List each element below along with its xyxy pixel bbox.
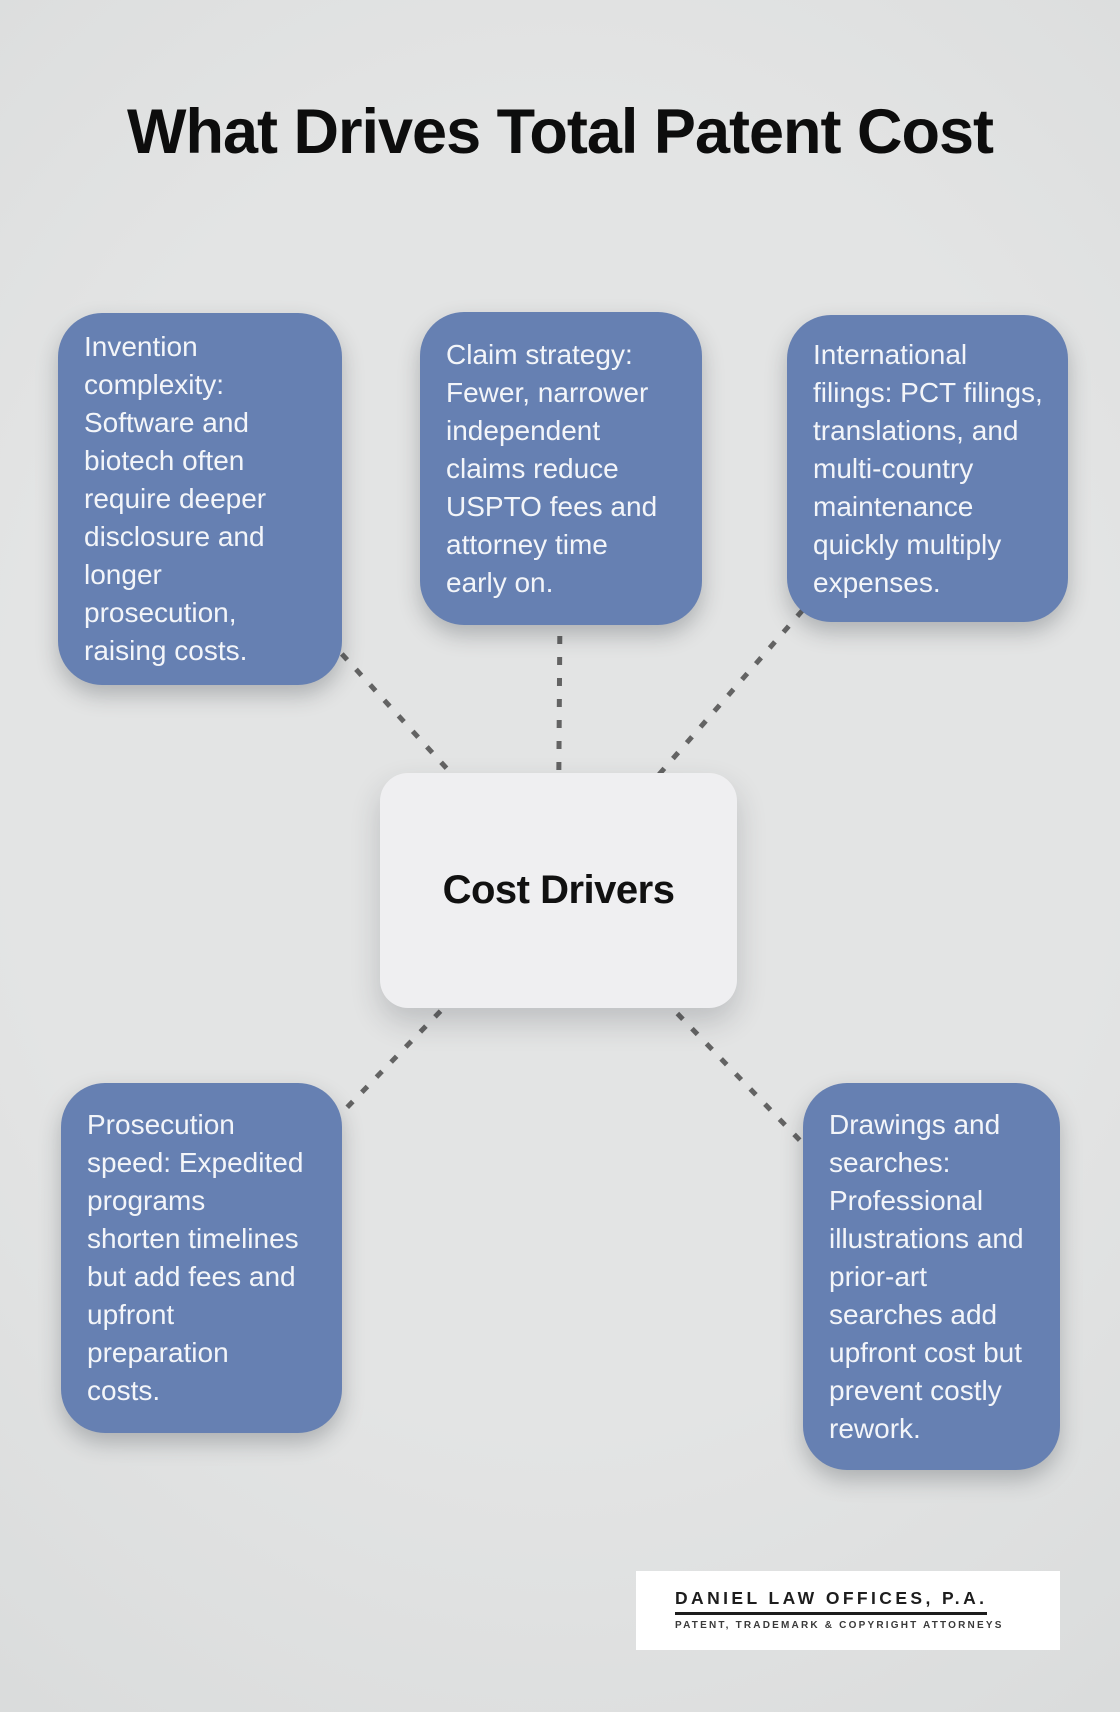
firm-logo-name: DANIEL LAW OFFICES, P.A. xyxy=(675,1588,988,1615)
driver-text-prosecution-speed: Prosecution speed: Expedited programs sh… xyxy=(87,1109,304,1406)
driver-text-claim-strategy: Claim strategy: Fewer, narrower independ… xyxy=(446,338,658,598)
page-title: What Drives Total Patent Cost xyxy=(127,97,994,167)
driver-text-invention-complexity: Invention complexity: Software and biote… xyxy=(84,331,267,666)
driver-box-prosecution-speed: Prosecution speed: Expedited programs sh… xyxy=(61,1083,342,1433)
firm-logo: DANIEL LAW OFFICES, P.A. PATENT, TRADEMA… xyxy=(636,1571,1060,1650)
firm-logo-tagline: PATENT, TRADEMARK & COPYRIGHT ATTORNEYS xyxy=(675,1620,1004,1631)
driver-box-drawings-searches: Drawings and searches: Professional illu… xyxy=(803,1083,1060,1470)
driver-text-drawings-searches: Drawings and searches: Professional illu… xyxy=(829,1108,1024,1444)
driver-box-international-filings: International filings: PCT filings, tran… xyxy=(787,315,1068,622)
driver-text-international-filings: International filings: PCT filings, tran… xyxy=(813,338,1043,598)
driver-box-invention-complexity: Invention complexity: Software and biote… xyxy=(58,313,342,685)
center-node-label: Cost Drivers xyxy=(442,868,675,912)
driver-box-claim-strategy: Claim strategy: Fewer, narrower independ… xyxy=(420,312,702,625)
center-node: Cost Drivers xyxy=(380,773,737,1008)
